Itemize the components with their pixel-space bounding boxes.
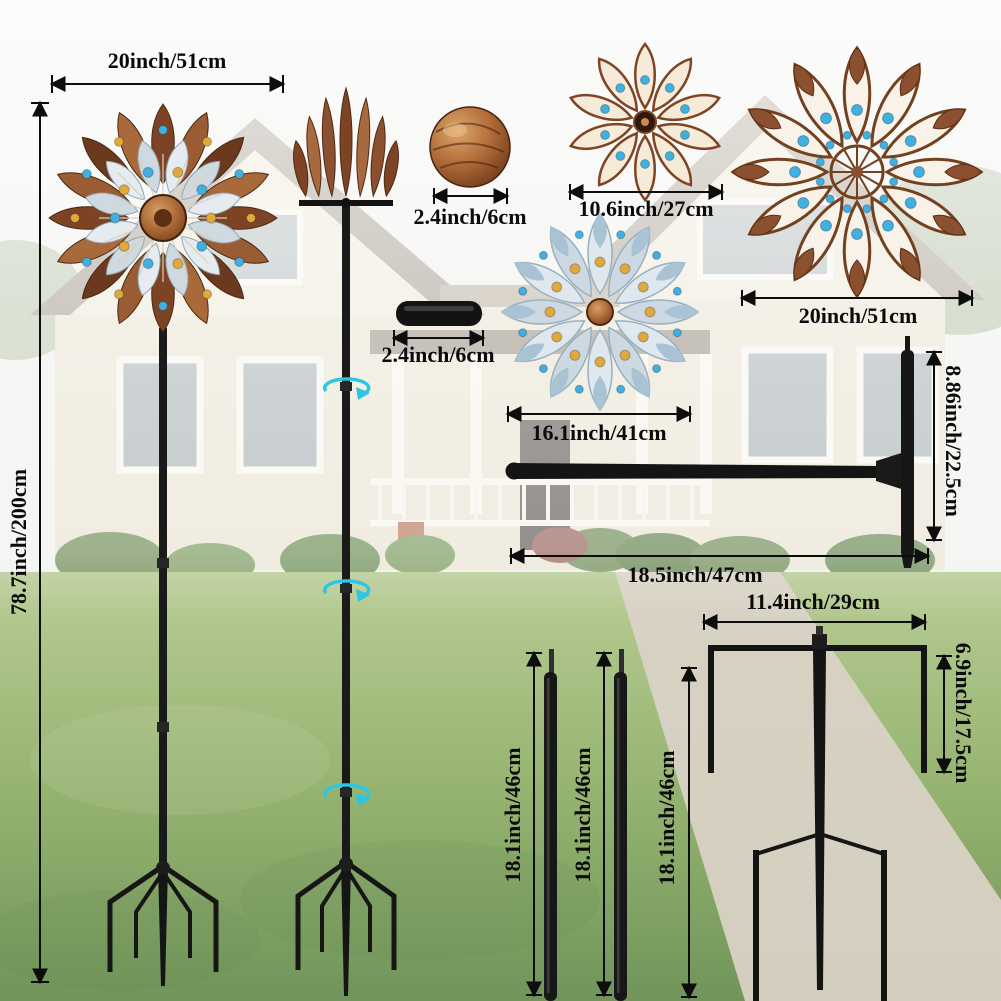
spinner-head-side-profile (293, 86, 399, 198)
dim-label-connector-tube: 2.4inch/6cm (381, 342, 495, 367)
dim-label-silver-flower: 16.1inch/41cm (531, 420, 667, 445)
dim-label-pole-section-a: 18.1inch/46cm (500, 747, 525, 883)
assembled-wind-spinner-side-view (293, 86, 399, 996)
dim-label-crossbar-height: 8.86inch/22.5cm (941, 365, 966, 517)
small-copper-flower-blade (568, 42, 722, 202)
dim-label-stake-prong-height: 6.9inch/17.5cm (951, 642, 976, 784)
spinner-head-flower (48, 103, 278, 333)
large-copper-flower-blade (730, 45, 984, 299)
ground-stake (708, 626, 927, 1001)
assembled-wind-spinner-front-view (48, 103, 278, 986)
connector-tube (396, 301, 482, 326)
pole-sections (544, 649, 627, 1001)
dim-label-pole-section-b: 18.1inch/46cm (570, 747, 595, 883)
dim-label-cap-ball: 2.4inch/6cm (413, 204, 527, 229)
finial-cap-ball (429, 106, 511, 188)
dim-label-stake-width: 11.4inch/29cm (746, 589, 880, 614)
dim-label-crossbar-length: 18.5inch/47cm (627, 562, 763, 587)
dim-label-pole-section-c: 18.1inch/46cm (654, 750, 679, 886)
dim-label-large-flower: 20inch/51cm (798, 303, 918, 328)
dimension-lines (31, 75, 975, 1000)
dim-label-spinner-head-width: 20inch/51cm (107, 48, 227, 73)
dim-label-overall-height: 78.7inch/200cm (6, 468, 31, 616)
silver-flower-blade (500, 212, 700, 412)
axle-crossbar (505, 336, 914, 568)
dim-label-small-flower: 10.6inch/27cm (578, 196, 714, 221)
